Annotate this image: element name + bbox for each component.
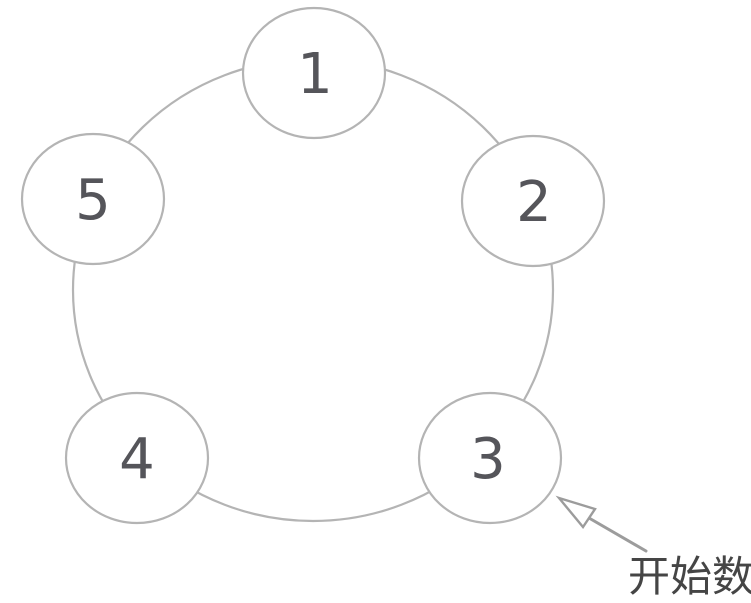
- node-5-circle: [20, 132, 166, 266]
- node-3: 3: [417, 391, 563, 525]
- node-4-label: 4: [119, 427, 155, 492]
- node-4: 4: [64, 391, 210, 525]
- start-arrow-icon: [555, 495, 648, 553]
- node-3-circle: [417, 391, 563, 525]
- node-2-circle: [460, 134, 606, 268]
- node-1-label: 1: [297, 42, 333, 107]
- arrow-shaft: [587, 516, 648, 553]
- node-4-circle: [64, 391, 210, 525]
- arrow-head: [555, 495, 597, 530]
- node-1-circle: [241, 6, 387, 140]
- node-5: 5: [20, 132, 166, 266]
- start-annotation-label: 开始数: [628, 552, 751, 601]
- node-2: 2: [460, 134, 606, 268]
- node-3-label: 3: [470, 427, 506, 492]
- node-1: 1: [241, 6, 387, 140]
- node-5-label: 5: [75, 168, 111, 233]
- node-2-label: 2: [516, 170, 552, 235]
